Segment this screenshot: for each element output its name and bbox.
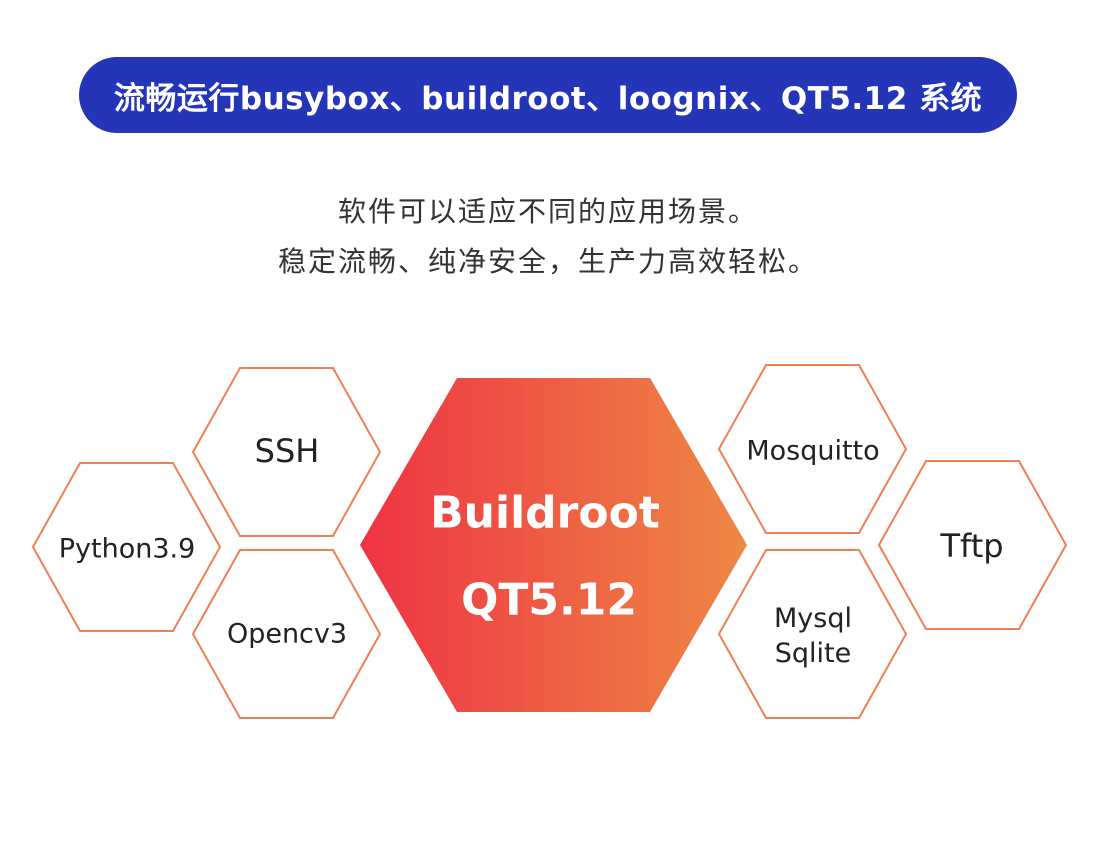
hexagon-mosquitto [717, 364, 908, 534]
hexagon-mysql-sqlite [717, 549, 908, 719]
center-label-qt: QT5.12 [461, 574, 637, 626]
hexagon-python [31, 462, 222, 632]
title-text: 流畅运行busybox、buildroot、loognix、QT5.12 系统 [113, 80, 983, 117]
label-opencv: Opencv3 [226, 618, 348, 650]
label-mosquitto: Mosquitto [746, 435, 880, 467]
hexagon-ssh [191, 367, 382, 537]
hexagon-tftp [877, 460, 1068, 630]
label-mysql-sqlite: Mysql Sqlite [774, 601, 852, 671]
center-label-buildroot: Buildroot [430, 487, 660, 539]
intro-line-2: 稳定流畅、纯净安全，生产力高效轻松。 [277, 245, 818, 278]
label-python: Python3.9 [58, 533, 196, 565]
title-banner: 流畅运行busybox、buildroot、loognix、QT5.12 系统 [79, 57, 1017, 133]
label-sqlite: Sqlite [774, 638, 852, 669]
label-tftp: Tftp [940, 527, 1004, 566]
label-mysql: Mysql [774, 602, 852, 634]
label-ssh: SSH [254, 432, 320, 471]
hexagon-opencv [191, 549, 382, 719]
hexagon-buildroot [360, 378, 747, 712]
intro-line-1: 软件可以适应不同的应用场景。 [337, 195, 758, 228]
